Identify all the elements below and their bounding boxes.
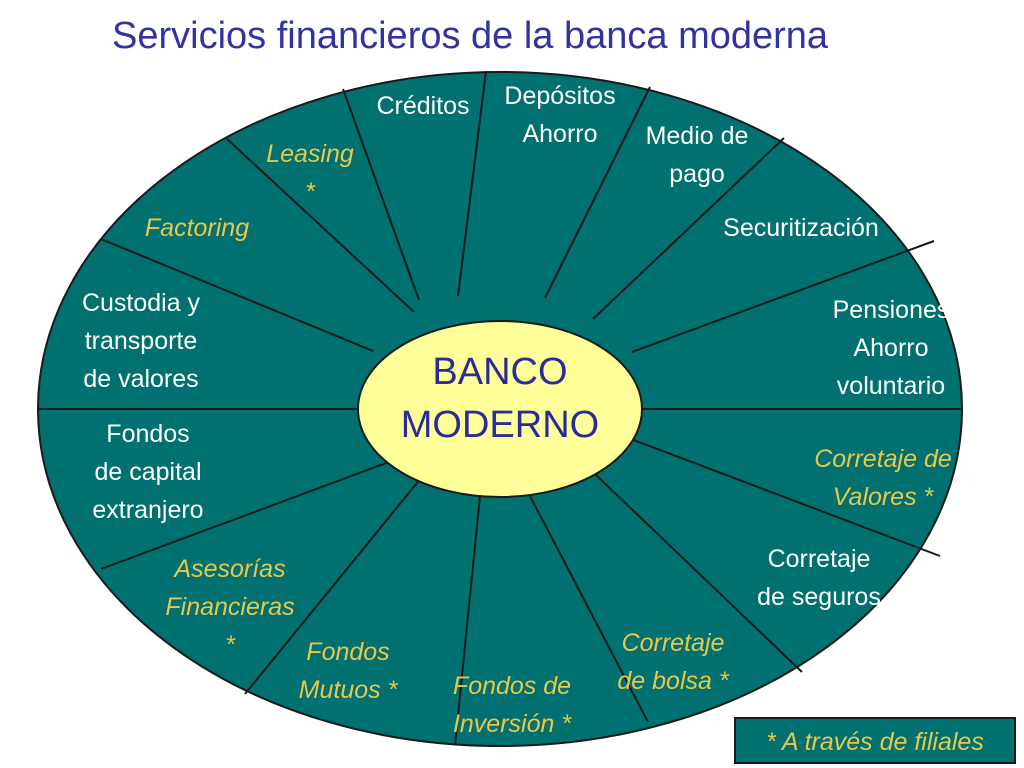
segment-label-line: Corretaje <box>768 545 871 573</box>
segment-label-line: Fondos <box>306 638 389 666</box>
segment-label-line: Valores * <box>833 483 935 511</box>
segment-label-line: de valores <box>83 365 198 393</box>
segment-label-6: Corretaje de Valores * <box>814 445 952 511</box>
segment-label-line: voluntario <box>837 372 945 400</box>
page-title: Servicios financieros de la banca modern… <box>112 15 829 57</box>
segment-label-line: Corretaje <box>622 629 725 657</box>
segment-label-13: Custodia y transporte de valores <box>82 289 201 393</box>
segment-label-line: Ahorro <box>853 334 928 362</box>
segment-divider-15 <box>226 138 415 313</box>
segment-label-line: Asesorías <box>172 555 285 583</box>
segment-dividers <box>38 70 962 746</box>
segment-divider-2 <box>457 70 487 297</box>
segment-label-line: Depósitos <box>504 82 615 110</box>
segment-label-line: * <box>225 631 236 659</box>
segment-label-line: Pensiones <box>833 296 950 324</box>
segment-divider-9 <box>529 495 649 723</box>
segment-divider-10 <box>454 495 481 746</box>
segment-label-4: Securitización <box>723 214 879 242</box>
segment-label-7: Corretaje de seguros <box>757 545 881 611</box>
segment-divider-12 <box>100 461 390 570</box>
segment-label-line: Inversión * <box>453 710 572 738</box>
segment-label-line: Financieras <box>165 593 294 621</box>
segment-label-line: de bolsa * <box>617 667 729 695</box>
segment-label-line: Corretaje de <box>814 445 952 473</box>
segment-divider-1 <box>342 88 420 301</box>
segment-label-12: Fondos de capital extranjero <box>92 420 203 524</box>
segment-label-15: Leasing * <box>266 140 354 206</box>
segment-label-line: Mutuos * <box>299 676 399 704</box>
footnote-box <box>734 717 1016 764</box>
footnote-text: * A través de filiales <box>766 728 984 756</box>
segment-label-line: Ahorro <box>522 120 597 148</box>
segment-label-line: Fondos <box>106 420 189 448</box>
segment-label-8: Corretaje de bolsa * <box>617 629 729 695</box>
center-label-line-2: MODERNO <box>401 404 599 446</box>
segment-label-line: extranjero <box>92 496 203 524</box>
segment-label-1: Créditos <box>376 92 469 120</box>
segment-divider-5 <box>631 240 935 353</box>
segment-label-line: Créditos <box>376 92 469 120</box>
segment-divider-14 <box>100 238 374 352</box>
segment-divider-4 <box>592 137 785 320</box>
segment-divider-11 <box>244 477 422 695</box>
segment-divider-8 <box>595 474 803 673</box>
segment-label-line: pago <box>669 160 725 188</box>
segment-divider-3 <box>544 86 651 299</box>
segment-label-line: Medio de <box>646 122 749 150</box>
segment-label-line: de capital <box>94 458 201 486</box>
segment-label-14: Factoring <box>145 214 249 242</box>
segment-label-line: Leasing <box>266 140 354 168</box>
segment-divider-7 <box>630 438 941 557</box>
segment-label-3: Medio de pago <box>646 122 749 188</box>
center-label-line-1: BANCO <box>432 351 567 393</box>
segment-label-line: Factoring <box>145 214 249 242</box>
center-ellipse <box>357 320 643 498</box>
segment-label-line: Securitización <box>723 214 879 242</box>
segment-label-line: * <box>305 178 316 206</box>
segment-label-line: de seguros <box>757 583 881 611</box>
segment-label-9: Fondos de Inversión * <box>453 672 572 738</box>
segment-label-line: transporte <box>85 327 198 355</box>
segment-label-line: Fondos de <box>453 672 571 700</box>
segment-label-line: Custodia y <box>82 289 201 317</box>
